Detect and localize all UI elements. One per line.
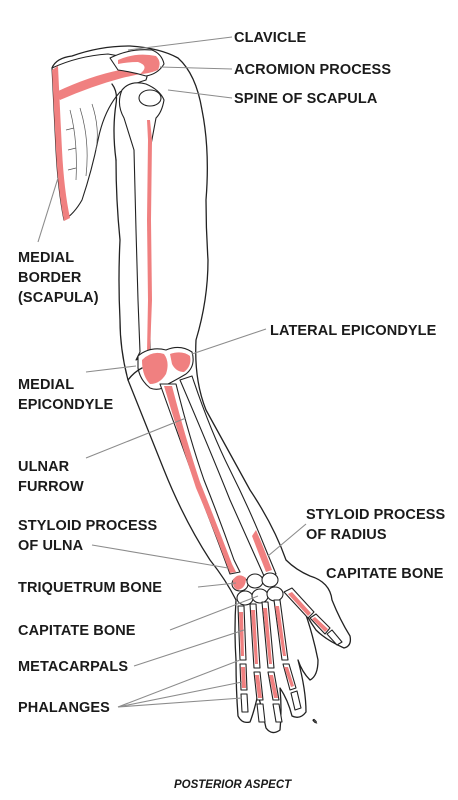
leader-ulnar-furrow	[85, 417, 187, 459]
phalanx-bones	[239, 613, 343, 723]
label-medial-border-line3: (SCAPULA)	[18, 290, 99, 306]
label-triquetrum-bone: TRIQUETRUM BONE	[18, 580, 162, 596]
leader-medial-border	[37, 177, 59, 243]
arm-outline	[51, 45, 352, 734]
label-capitate-right: CAPITATE BONE	[326, 566, 444, 582]
carpal-bones	[231, 572, 284, 606]
leader-styloid-radius	[267, 523, 307, 557]
label-acromion-process: ACROMION PROCESS	[234, 62, 391, 78]
label-capitate-left: CAPITATE BONE	[18, 623, 136, 639]
svg-text:✎: ✎	[312, 718, 318, 726]
label-styloid-radius-line2: OF RADIUS	[306, 527, 387, 543]
label-metacarpals: METACARPALS	[18, 659, 128, 675]
arm-illustration: ✎	[51, 45, 352, 734]
clavicle-bone	[109, 49, 165, 77]
elbow	[137, 346, 194, 390]
leader-spine-scapula	[167, 89, 233, 99]
leader-clavicle	[127, 36, 233, 51]
forearm-bones	[159, 375, 277, 577]
label-phalanges: PHALANGES	[18, 700, 110, 716]
label-ulnar-furrow-line1: ULNAR	[18, 459, 70, 475]
label-clavicle: CLAVICLE	[234, 30, 306, 46]
label-styloid-ulna-line1: STYLOID PROCESS	[18, 518, 157, 534]
leader-metacarpals	[133, 629, 245, 667]
leader-lines	[37, 36, 307, 708]
label-spine-of-scapula: SPINE OF SCAPULA	[234, 91, 378, 107]
label-lateral-epicondyle: LATERAL EPICONDYLE	[270, 323, 437, 339]
label-medial-border-line2: BORDER	[18, 270, 82, 286]
leader-lateral-epicondyle	[191, 328, 267, 355]
labels: CLAVICLE ACROMION PROCESS SPINE OF SCAPU…	[18, 30, 445, 791]
leader-medial-epicondyle	[85, 365, 137, 373]
label-styloid-radius-line1: STYLOID PROCESS	[306, 507, 445, 523]
leader-acromion	[159, 66, 233, 70]
label-styloid-ulna-line2: OF ULNA	[18, 538, 84, 554]
leader-phalanges-1	[117, 659, 241, 708]
leader-phalanges-3	[117, 697, 243, 708]
label-medial-epicondyle-line1: MEDIAL	[18, 377, 74, 393]
label-ulnar-furrow-line2: FURROW	[18, 479, 84, 495]
leader-phalanges-2	[117, 681, 243, 708]
metacarpal-bones	[237, 587, 315, 669]
leader-triquetrum	[197, 582, 237, 588]
leader-capitate-left	[169, 595, 259, 631]
leader-styloid-ulna	[91, 544, 229, 569]
hand-bones: ✎	[231, 572, 343, 726]
label-medial-epicondyle-line2: EPICONDYLE	[18, 397, 113, 413]
humerus	[118, 82, 165, 361]
label-medial-border-line1: MEDIAL	[18, 250, 74, 266]
caption-posterior-aspect: POSTERIOR ASPECT	[174, 779, 292, 791]
